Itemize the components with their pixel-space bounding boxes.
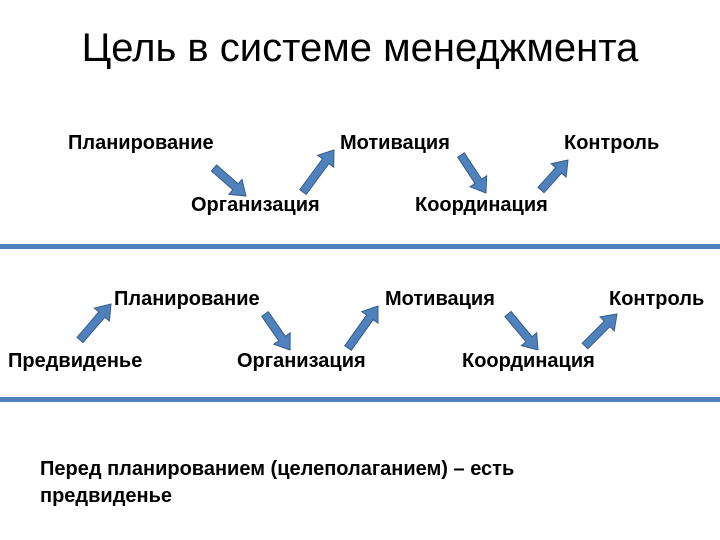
arrow-coordination-to-control-2-icon: [581, 313, 618, 350]
row2-planning-label: Планирование: [114, 288, 260, 310]
row1-coordination-label: Координация: [415, 194, 548, 216]
divider-line-bottom: [0, 397, 720, 402]
footnote-text: Перед планированием (целеполаганием) – е…: [40, 458, 515, 507]
arrow-motivation-to-coordination-1-icon: [457, 152, 488, 194]
page-title: Цель в системе менеджмента: [81, 26, 639, 70]
row2-foresight-label: Предвиденье: [8, 350, 143, 372]
row2-organization-label: Организация: [237, 350, 366, 372]
row2-coordination-label: Координация: [462, 350, 595, 372]
arrow-coordination-to-control-1-icon: [537, 159, 569, 194]
divider-line-top: [0, 244, 720, 249]
arrow-planning-to-organization-2-icon: [261, 311, 291, 351]
row2-control-label: Контроль: [609, 288, 705, 310]
row1-control-label: Контроль: [564, 132, 660, 154]
arrow-organization-to-motivation-1-icon: [299, 149, 335, 196]
arrow-foresight-to-planning-2-icon: [76, 303, 112, 344]
row1-organization-label: Организация: [191, 194, 320, 216]
arrow-motivation-to-coordination-2-icon: [504, 310, 539, 351]
arrow-organization-to-motivation-2-icon: [343, 305, 379, 351]
row1-motivation-label: Мотивация: [340, 132, 450, 154]
arrow-planning-to-organization-1-icon: [210, 164, 247, 197]
row2-motivation-label: Мотивация: [385, 288, 495, 310]
row1-planning-label: Планирование: [68, 132, 214, 154]
